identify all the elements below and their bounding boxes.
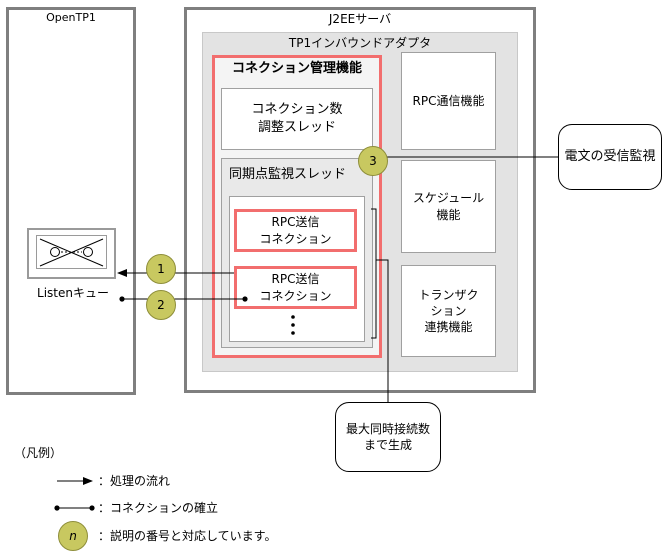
j2ee-server-title: J2EEサーバ bbox=[328, 11, 392, 26]
opentp1-title: OpenTP1 bbox=[46, 11, 96, 25]
marker-1: 1 bbox=[146, 254, 176, 284]
max-connections-leader bbox=[376, 259, 389, 402]
more-connections-dots bbox=[291, 315, 295, 335]
legend-flow-text: ：処理の流れ bbox=[98, 474, 171, 488]
legend-connection-icon bbox=[54, 505, 95, 511]
transaction-linkage-function: トランザク ション 連携機能 bbox=[401, 265, 496, 357]
connection-count-thread-box: コネクション数 調整スレッド bbox=[221, 88, 373, 150]
opentp1-box bbox=[6, 7, 136, 395]
message-monitor-callout: 電文の受信監視 bbox=[558, 124, 662, 190]
connection-line-2 bbox=[119, 296, 248, 302]
listen-queue-label: Listenキュー bbox=[37, 285, 109, 300]
legend-marker-text: ：説明の番号と対応しています。 bbox=[98, 529, 277, 543]
legend-marker-icon: n bbox=[58, 521, 88, 551]
rpc-communication-function: RPC通信機能 bbox=[401, 52, 496, 150]
rpc-send-connection-2: RPC送信 コネクション bbox=[234, 266, 357, 309]
connection-management-title: コネクション管理機能 bbox=[231, 61, 362, 77]
max-connections-callout: 最大同時接続数 まで生成 bbox=[335, 402, 441, 472]
sync-point-thread-title: 同期点監視スレッド bbox=[229, 167, 347, 182]
pool-bracket bbox=[371, 208, 377, 339]
legend-title: （凡例） bbox=[14, 446, 63, 460]
queue-glyph-icon bbox=[39, 238, 104, 267]
marker-3: 3 bbox=[358, 146, 388, 176]
legend-connection-text: ：コネクションの確立 bbox=[98, 501, 219, 515]
schedule-function: スケジュール 機能 bbox=[401, 160, 496, 253]
tp1-inbound-adapter-title: TP1インバウンドアダプタ bbox=[288, 35, 432, 50]
rpc-send-connection-1: RPC送信 コネクション bbox=[234, 209, 357, 252]
marker-2: 2 bbox=[146, 290, 176, 320]
